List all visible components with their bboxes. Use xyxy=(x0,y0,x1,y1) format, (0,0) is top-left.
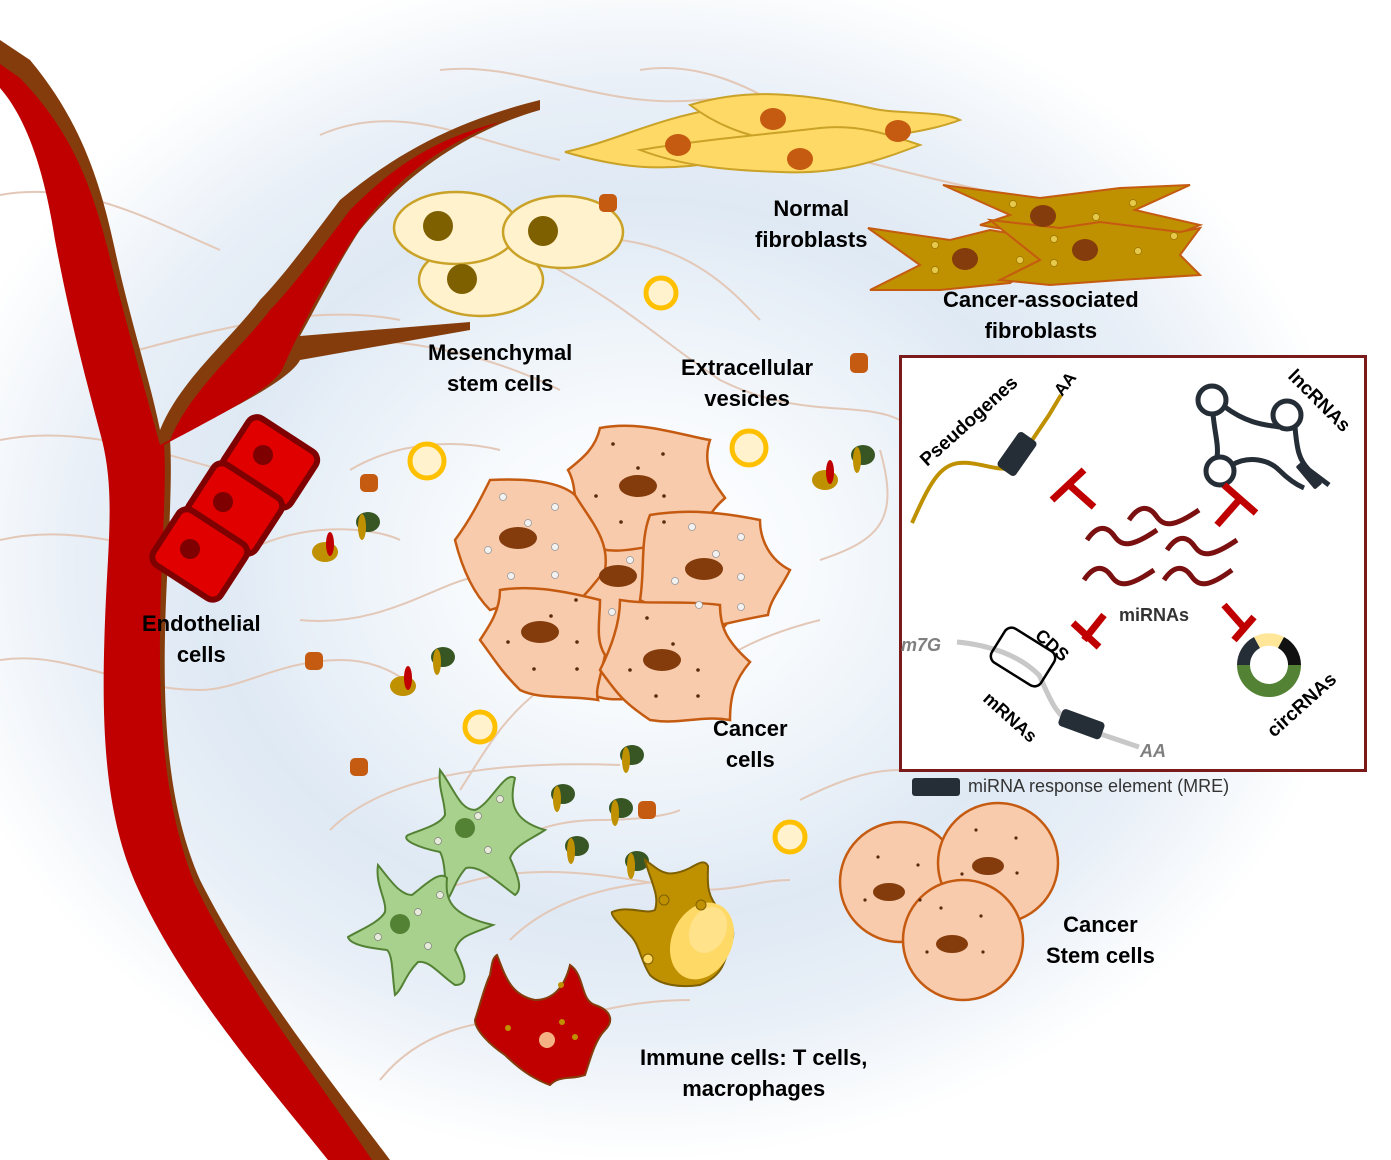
immune-cells-green xyxy=(346,767,548,997)
inhibit-circrna xyxy=(1221,602,1257,643)
label-m7g: m7G xyxy=(901,635,941,655)
mrna-transcript xyxy=(956,626,1140,750)
immune-green-granules xyxy=(374,795,504,950)
pseudogene-transcript xyxy=(910,393,1063,524)
immune-green-nuclei xyxy=(390,818,475,934)
cerna-network-inset: Pseudogenes AA lncRNAs miRNAs m7G CDS mR… xyxy=(899,355,1367,772)
label-mirnas: miRNAs xyxy=(1119,605,1189,625)
macrophage xyxy=(610,857,735,988)
pseudogene-mre xyxy=(997,432,1037,476)
inhibit-pseudogene xyxy=(1049,467,1097,510)
cancer-associated-fibroblasts xyxy=(867,184,1204,291)
caf-granules xyxy=(931,199,1178,274)
mre-swatch-icon xyxy=(912,777,960,796)
mirnas xyxy=(1081,505,1239,587)
circrna-ring xyxy=(1237,633,1301,697)
mesenchymal-stem-cells xyxy=(392,190,625,318)
endothelial-cells xyxy=(149,414,321,603)
cancer-stem-cells xyxy=(838,801,1060,1002)
cancer-cell-vesicles xyxy=(484,493,745,616)
t-cell xyxy=(473,953,612,1087)
receptor-particles xyxy=(312,445,875,879)
caf-nuclei xyxy=(952,205,1098,270)
inset-border xyxy=(899,355,1367,772)
cancer-cell-dots xyxy=(506,442,700,698)
orange-particles xyxy=(305,194,868,819)
csc-dots xyxy=(863,828,1019,954)
legend: miRNA response element (MRE) xyxy=(912,776,1229,797)
label-mrna-aa: AA xyxy=(1139,741,1166,761)
blood-vessel xyxy=(0,40,540,1160)
mrna-mre xyxy=(1058,709,1105,740)
lncrna-mre xyxy=(1296,461,1322,489)
label-immune-cells: Immune cells: T cells,macrophages xyxy=(640,1045,868,1101)
legend-mre-label: miRNA response element (MRE) xyxy=(968,776,1230,796)
inhibit-mrna xyxy=(1070,612,1107,650)
normal-fibroblast-nuclei xyxy=(665,108,911,170)
csc-nuclei xyxy=(873,857,1004,953)
msc-nuclei xyxy=(423,211,558,294)
lncrna-structure xyxy=(1195,383,1331,491)
extracellular-vesicles xyxy=(407,275,808,855)
normal-fibroblasts xyxy=(564,93,963,174)
cds-box xyxy=(989,626,1057,688)
inhibition-arrows xyxy=(1049,467,1259,650)
cancer-cell-nuclei xyxy=(499,475,723,671)
inhibit-lncrna xyxy=(1214,482,1259,528)
endothelial-nuclei xyxy=(180,445,273,559)
